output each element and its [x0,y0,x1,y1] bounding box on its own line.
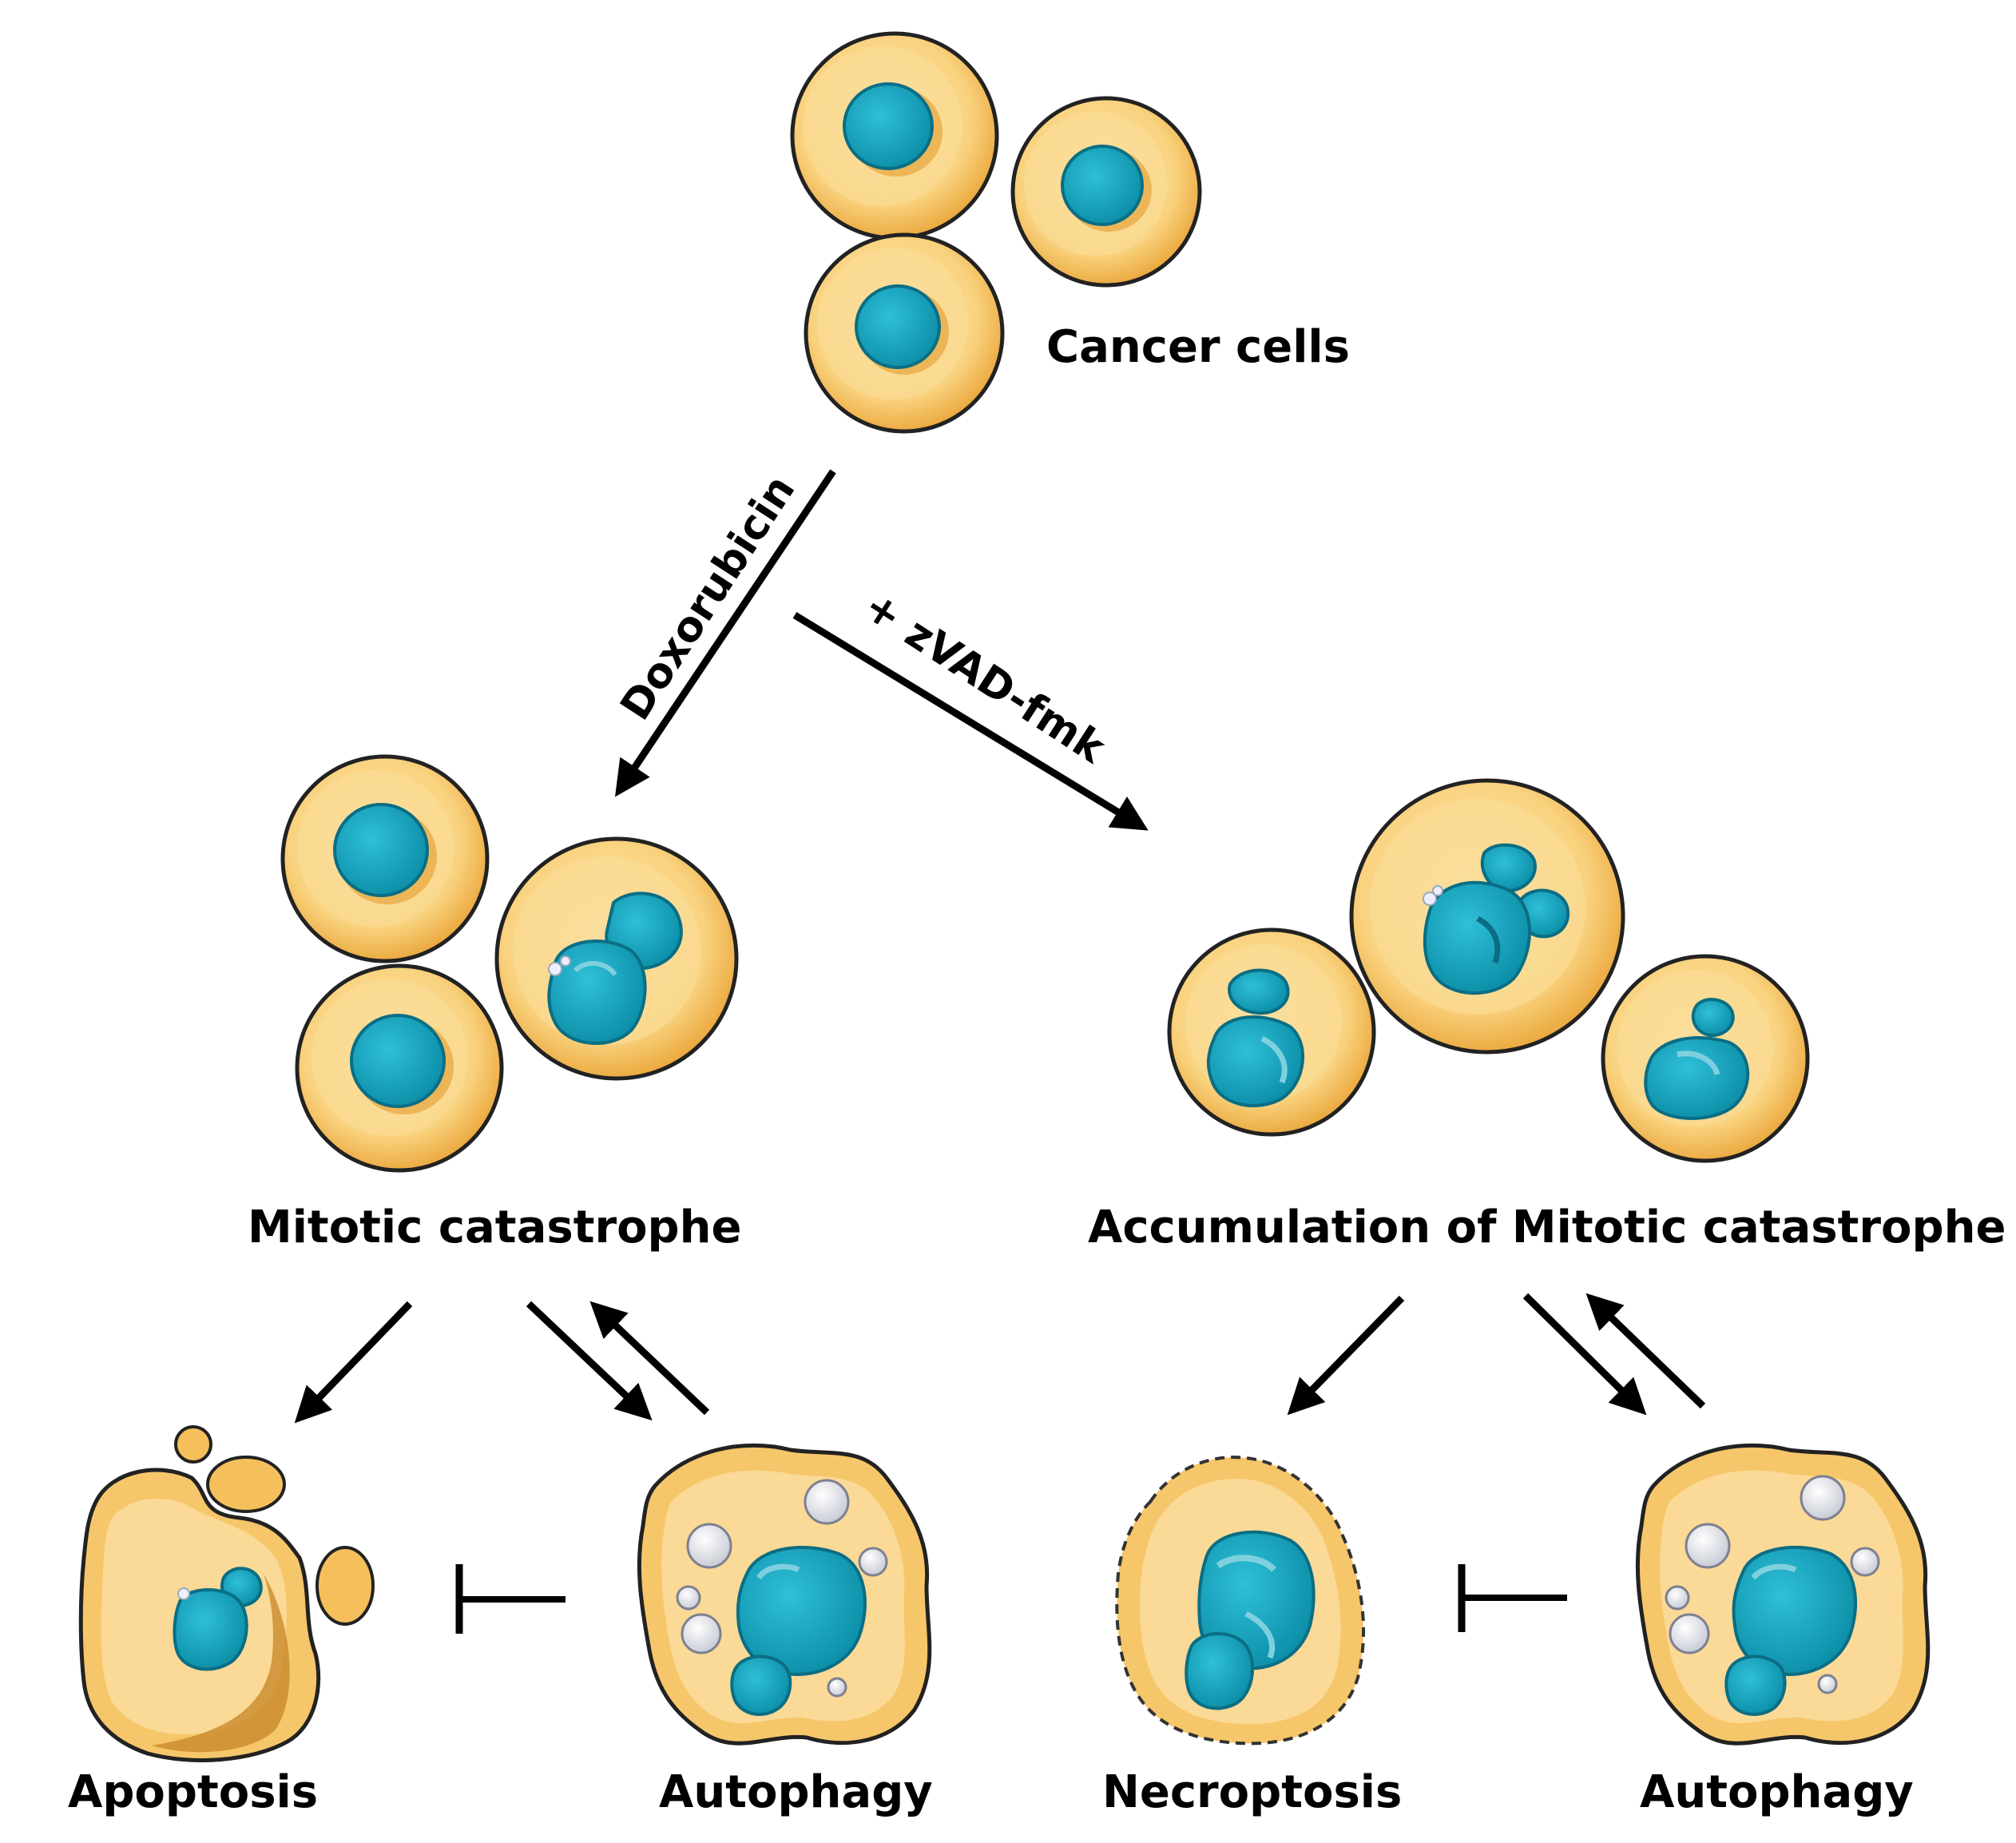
vacuole [1665,1585,1690,1611]
inhibition-symbol [455,1564,566,1634]
mitotic-catastrophe-cells [280,754,739,1173]
autophagic-cell [637,1443,932,1746]
normal-cell [280,754,490,963]
vacuole [858,1547,888,1577]
accumulation-label: Accumulation of Mitotic catastrophe [1088,1202,2006,1253]
autophagy-left-label: Autophagy [659,1766,933,1818]
mitotic-catastrophe-label: Mitotic catastrophe [248,1202,742,1253]
inhibition-symbol [1458,1564,1567,1632]
vacuole [1800,1475,1846,1521]
apoptosis-label: Apoptosis [68,1766,318,1818]
vacuole [1685,1523,1731,1569]
normal-cell [295,963,504,1173]
to-autophagy-right-arrow [1522,1293,1647,1416]
multinucleated-cell [1601,954,1810,1163]
vacuole [676,1585,701,1611]
accumulation-cells [1167,778,1810,1163]
necroptotic-cell [1115,1456,1365,1746]
cancer-cell [1010,96,1202,288]
nucleus-fragment [547,939,647,1045]
multinucleated-cell [494,836,739,1081]
to-necroptosis-arrow [1287,1295,1405,1416]
vacuole [804,1479,850,1525]
apoptotic-body [315,1546,375,1626]
cancer-cell [790,31,999,240]
vacuole [1817,1674,1838,1694]
apoptotic-body [174,1425,212,1464]
vacuole [1850,1547,1880,1577]
cancer-cell [804,232,1005,434]
vacuole [1669,1613,1710,1654]
cancer-cells-group [790,31,1202,434]
zvad-arrow [792,612,1149,831]
necroptosis-label: Necroptosis [1102,1766,1402,1818]
from-autophagy-right-arrow [1585,1293,1706,1409]
apoptotic-cell [78,1425,375,1762]
to-autophagy-left-arrow [526,1301,653,1421]
giant-multinucleated-cell [1349,778,1625,1055]
doxorubicin-arrow [614,469,836,797]
autophagic-cell [1635,1443,1931,1746]
apoptotic-body [206,1456,286,1513]
multinucleated-cell [1167,927,1376,1137]
vacuole [686,1523,732,1569]
from-autophagy-left-arrow [589,1301,710,1416]
to-apoptosis-arrow [294,1301,413,1424]
doxorubicin-label: Doxorubicin [612,467,805,729]
autophagy-right-label: Autophagy [1640,1766,1914,1818]
vacuole [827,1677,847,1698]
cancer-cells-label: Cancer cells [1046,321,1350,373]
vacuole [681,1613,722,1654]
